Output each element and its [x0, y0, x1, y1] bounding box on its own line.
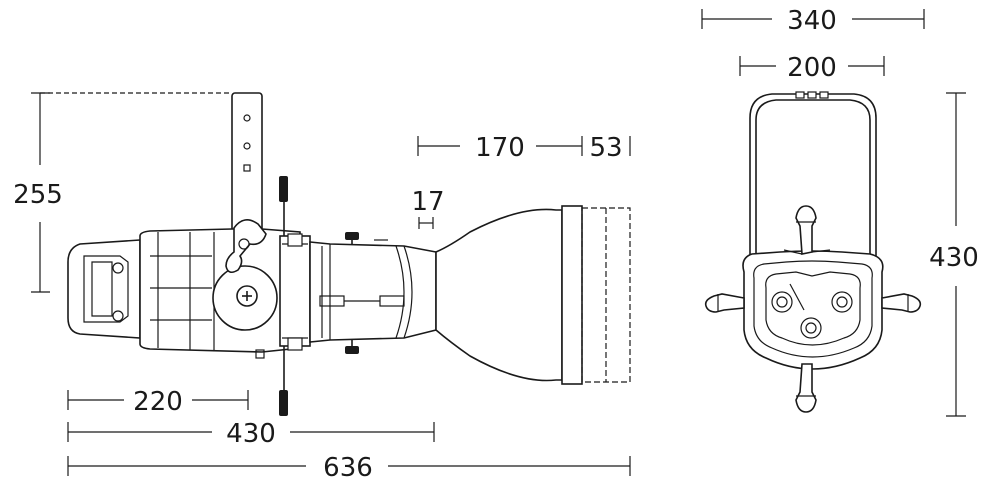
front-yoke	[749, 91, 877, 258]
dimension-label-255: 255	[13, 180, 63, 210]
lens-tube	[309, 232, 437, 354]
dimension-label-200: 200	[787, 53, 837, 83]
dimension-front-height: 430	[929, 92, 979, 417]
front-right-handle	[881, 293, 922, 313]
top-shutter-handle	[279, 176, 288, 202]
dimension-label-220: 220	[133, 387, 183, 417]
front-view: 340 200 430	[701, 6, 979, 417]
front-left-handle	[704, 293, 745, 313]
dimension-side-height: 255	[13, 92, 63, 293]
main-body	[139, 219, 301, 359]
bottom-focus-knob	[345, 346, 359, 354]
dimension-label-636: 636	[323, 453, 373, 483]
dimension-rear-length: 220	[67, 387, 249, 417]
dimension-front-width-inner: 200	[739, 53, 885, 83]
bottom-shutter-handle	[279, 390, 288, 416]
front-bottom-handle	[795, 363, 817, 413]
dimension-label-430-side: 430	[226, 419, 276, 449]
top-focus-knob	[345, 232, 359, 240]
shutter-assembly	[279, 176, 311, 416]
lens-barrel	[435, 205, 631, 385]
dimension-label-17: 17	[411, 187, 444, 217]
front-body	[742, 250, 884, 370]
rear-housing	[67, 239, 141, 339]
dimension-lens-length: 170 53	[417, 133, 631, 163]
front-top-handle	[783, 205, 831, 255]
dimension-label-170: 170	[475, 133, 525, 163]
dimension-body-length: 430	[67, 419, 435, 449]
dimension-label-53: 53	[589, 133, 622, 163]
dimension-label-340: 340	[787, 6, 837, 36]
dimension-label-430-front: 430	[929, 243, 979, 273]
dimension-gel-slot: 17	[411, 187, 445, 229]
dimension-front-width-outer: 340	[701, 6, 925, 36]
side-view: 255 220 430 636	[13, 92, 631, 483]
dimension-total-length: 636	[67, 453, 631, 483]
